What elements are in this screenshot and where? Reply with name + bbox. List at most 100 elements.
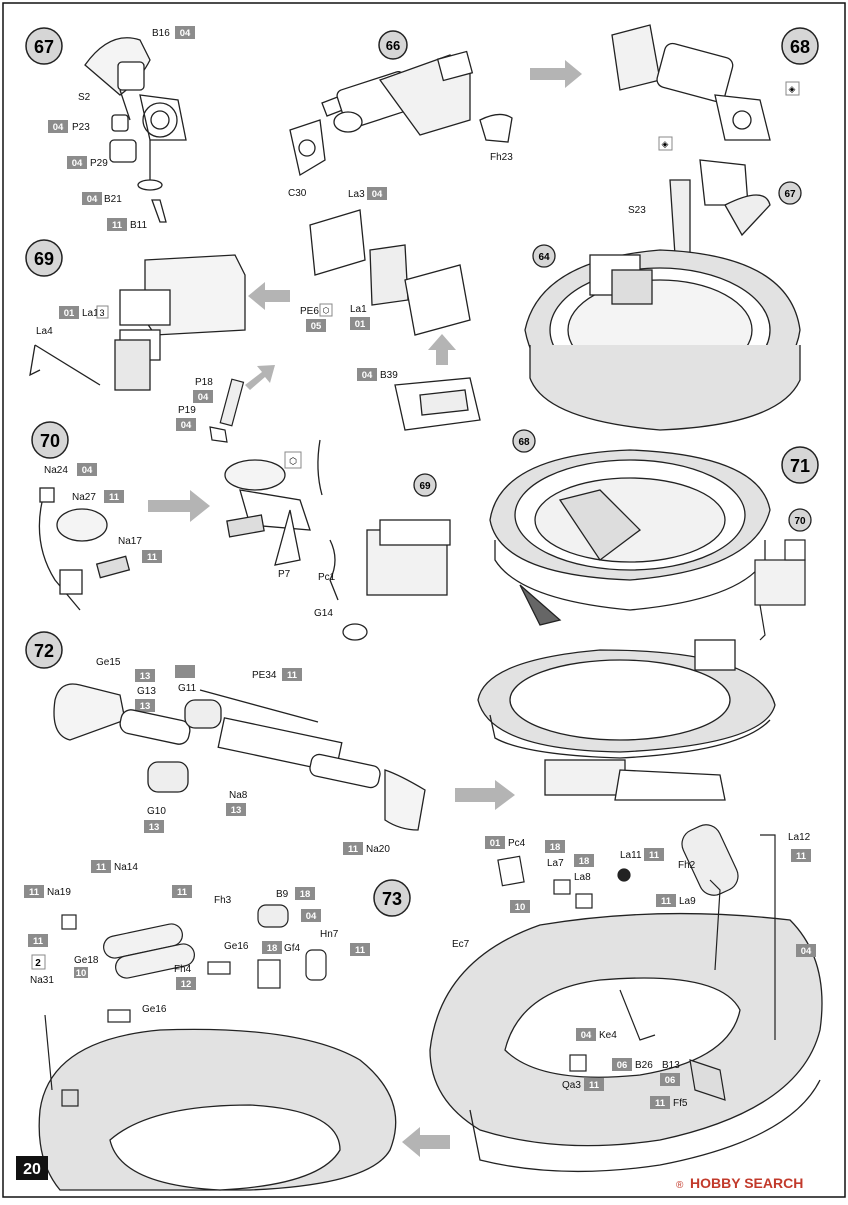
label-g14: G14 — [314, 608, 333, 619]
svg-text:18: 18 — [579, 856, 590, 867]
watermark: ® HOBBY SEARCH — [676, 1175, 803, 1191]
callout-la12: La12 11 — [788, 832, 811, 862]
callout-b26: 06 B26 — [612, 1058, 653, 1071]
svg-text:11: 11 — [796, 851, 807, 862]
step-66-circle — [378, 30, 408, 60]
callout-na17: Na17 11 — [118, 536, 162, 563]
step-73-circle — [373, 879, 411, 917]
svg-text:06: 06 — [665, 1075, 676, 1086]
callout-gf4: 18 Gf4 — [262, 941, 301, 954]
step-70-seat-assembly — [224, 439, 451, 641]
svg-text:P29: P29 — [90, 158, 108, 169]
label-la1-right: La1 — [350, 304, 367, 315]
svg-text:Na31: Na31 — [30, 975, 54, 986]
svg-text:04: 04 — [87, 194, 98, 205]
svg-text:12: 12 — [181, 979, 192, 990]
svg-text:11: 11 — [655, 1098, 666, 1109]
step-69: 69 La4 01 La1 3 La3 04 PE6 ⬡ — [25, 187, 481, 443]
svg-text:11: 11 — [33, 936, 44, 947]
svg-text:11: 11 — [589, 1080, 600, 1091]
step-67-number: 67 — [34, 37, 54, 57]
svg-text:13: 13 — [149, 822, 160, 833]
svg-text:Na14: Na14 — [114, 862, 138, 873]
callout-na14: 11 Na14 — [91, 860, 138, 873]
step-70: 70 Na24 04 Na27 11 Na17 11 — [31, 421, 451, 641]
callout-ke4: 04 Ke4 — [576, 1028, 617, 1041]
step-73-left-parts — [44, 904, 327, 1107]
svg-text:B16: B16 — [152, 28, 170, 39]
svg-text:G13: G13 — [137, 686, 156, 697]
step-69-brackets — [209, 378, 245, 443]
callout-la3: La3 04 — [348, 187, 387, 200]
svg-text:11: 11 — [355, 945, 366, 956]
svg-text:04: 04 — [581, 1030, 592, 1041]
svg-text:G10: G10 — [147, 806, 166, 817]
svg-text:Na8: Na8 — [229, 790, 248, 801]
svg-text:01: 01 — [64, 308, 75, 319]
callout-b11: 11 B11 — [107, 218, 147, 231]
ref-69: 69 — [413, 473, 437, 497]
callout-na19: 11 Na19 — [24, 885, 71, 898]
callout-la8: 18 La8 — [574, 854, 594, 883]
step-70-circle — [31, 421, 69, 459]
callout-p18: P18 04 — [193, 377, 213, 403]
label-la4: La4 — [36, 326, 53, 337]
svg-text:04: 04 — [181, 420, 192, 431]
svg-text:11: 11 — [112, 220, 123, 231]
callout-g13: G13 13 — [135, 686, 156, 712]
callout-la11: La11 11 — [620, 848, 664, 861]
callout-la1-left: 01 La1 3 — [59, 305, 109, 319]
callout-na24: Na24 04 — [44, 463, 97, 476]
ref-67: 67 — [778, 181, 802, 205]
svg-text:01: 01 — [490, 838, 501, 849]
svg-text:Na20: Na20 — [366, 844, 390, 855]
svg-text:13: 13 — [231, 805, 242, 816]
step-72-turret — [477, 639, 776, 801]
flow-arrow-66-68 — [530, 60, 582, 88]
step-67-circle — [25, 27, 63, 65]
svg-text:04: 04 — [306, 911, 317, 922]
step-68-turret-ring — [524, 249, 801, 431]
svg-text:Na24: Na24 — [44, 465, 68, 476]
step-73-number: 73 — [382, 889, 402, 909]
callout-pe6: 05 — [306, 319, 326, 332]
flow-arrow-69-left — [248, 282, 290, 310]
label-ge16-b: Ge16 — [142, 1004, 167, 1015]
svg-text:01: 01 — [355, 319, 366, 330]
svg-text:Na27: Na27 — [72, 492, 96, 503]
callout-b13: B13 06 — [660, 1060, 680, 1086]
step-73-small-parts — [497, 824, 776, 1101]
svg-text:10: 10 — [76, 968, 87, 979]
svg-text:11: 11 — [29, 887, 40, 898]
svg-text:B39: B39 — [380, 370, 398, 381]
svg-text:P19: P19 — [178, 405, 196, 416]
svg-text:04: 04 — [198, 392, 209, 403]
svg-text:68: 68 — [518, 437, 530, 448]
step-71-number: 71 — [790, 456, 810, 476]
svg-text:La1: La1 — [82, 308, 99, 319]
svg-text:P18: P18 — [195, 377, 213, 388]
svg-text:La8: La8 — [574, 872, 591, 883]
svg-text:S2: S2 — [78, 92, 91, 103]
svg-text:PE34: PE34 — [252, 670, 277, 681]
flow-arrow-69-up — [428, 334, 456, 365]
svg-text:2: 2 — [35, 958, 41, 969]
step-73-hull-left — [38, 1028, 397, 1191]
label-c30: C30 — [288, 188, 307, 199]
step-72: 72 Ge15 13 G13 13 G11 PE34 11 G10 — [25, 631, 776, 855]
label-s2: S2 — [78, 92, 91, 103]
callout-la1-right: 01 — [350, 317, 370, 330]
callout-fh4: Fh4 12 — [174, 964, 196, 990]
step-68-circle — [781, 27, 819, 65]
callout-fh3: 11 Fh3 — [172, 885, 232, 906]
svg-text:Pc4: Pc4 — [508, 838, 526, 849]
svg-text:Qa3: Qa3 — [562, 1080, 581, 1091]
step-66-number: 66 — [386, 38, 400, 53]
svg-text:13: 13 — [140, 671, 151, 682]
step-70-number: 70 — [40, 431, 60, 451]
step-72-circle — [25, 631, 63, 669]
callout-b39: 04 B39 — [357, 368, 398, 381]
svg-text:04: 04 — [82, 465, 93, 476]
callout-p19: P19 04 — [176, 405, 196, 431]
